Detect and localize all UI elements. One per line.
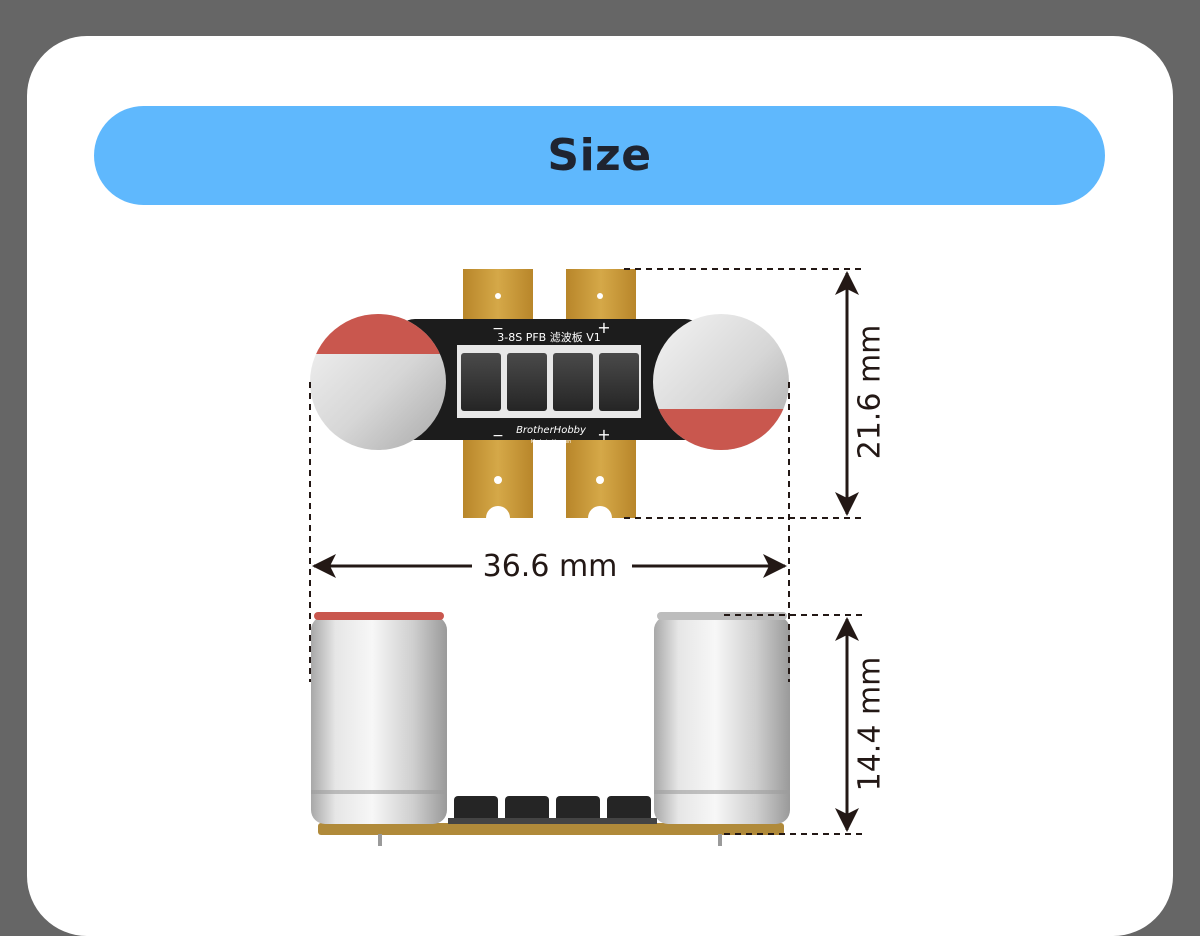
minus-marking: − [492,321,504,337]
silkscreen-label: 3-8S PFB 滤波板 V1 [497,330,600,344]
mosfet-chip [507,353,547,411]
board-side-view [311,612,790,846]
board-top-view: 3-8S PFB 滤波板 V1 − + − + BrotherHobby Mad… [310,269,789,518]
page-title: Size [547,130,652,181]
plus-marking: + [597,425,610,444]
capacitor-pin [378,834,382,846]
product-dimension-drawing: 3-8S PFB 滤波板 V1 − + − + BrotherHobby Mad… [309,268,888,846]
pcb-edge [318,823,784,835]
mosfet-chip-side [499,796,555,824]
top-height-label: 21.6 mm [853,325,888,460]
side-height-dimension: 14.4 mm [835,617,888,832]
width-label: 36.6 mm [483,549,618,584]
mosfet-chip [461,353,501,411]
dimension-lines [309,268,862,835]
capacitor-side-left [311,612,447,824]
capacitor-side-right [654,612,790,824]
plus-marking: + [597,318,610,337]
title-banner: Size [94,106,1105,205]
mosfet-chip [599,353,639,411]
brand-logo: BrotherHobby [516,425,587,436]
top-height-dimension: 21.6 mm [835,271,888,516]
capacitor-pin [718,834,722,846]
width-dimension: 36.6 mm [312,549,787,584]
side-height-label: 14.4 mm [853,657,888,792]
mosfet-chip-side [601,796,657,824]
mosfet-chip-side [550,796,606,824]
minus-marking: − [492,428,504,444]
mosfet-chip-side [448,796,504,824]
brand-subtext: Made in Heaven [531,439,571,445]
mosfet-chip [553,353,593,411]
